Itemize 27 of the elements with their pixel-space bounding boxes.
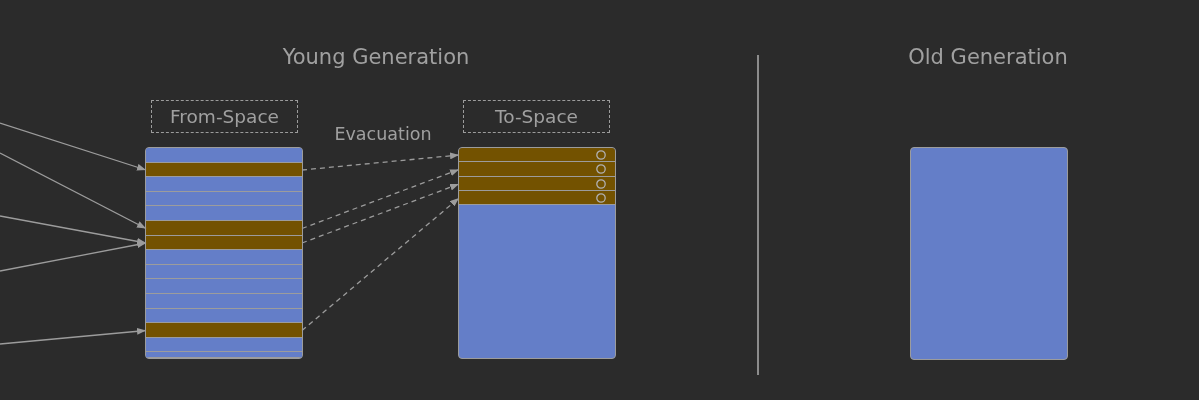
section-heading: Young Generation — [282, 45, 470, 69]
dashed-arrow — [301, 168, 460, 230]
memory-slot — [459, 148, 615, 162]
memory-block — [458, 147, 616, 359]
memory-slot — [146, 352, 302, 358]
arrow — [0, 215, 147, 245]
dashed-label-box: From-Space — [151, 100, 298, 133]
memory-slot — [459, 191, 615, 205]
dashed-arrow — [301, 152, 460, 171]
memory-slot — [146, 323, 302, 338]
memory-slot — [146, 236, 302, 250]
arrow — [0, 122, 147, 171]
arrow — [0, 152, 147, 230]
memory-slot — [459, 177, 615, 191]
dashed-label-box: To-Space — [463, 100, 610, 133]
section-heading: Old Generation — [908, 45, 1068, 69]
dashed-arrow — [301, 197, 460, 332]
arrow — [0, 241, 147, 272]
dashed-arrow — [301, 183, 460, 244]
memory-slot — [146, 221, 302, 236]
memory-slot — [146, 163, 302, 177]
arrow — [0, 327, 147, 345]
memory-slot — [459, 162, 615, 177]
memory-slot — [146, 148, 302, 163]
annotation-text: Evacuation — [334, 124, 432, 144]
memory-block — [145, 147, 303, 359]
memory-block — [910, 147, 1068, 360]
